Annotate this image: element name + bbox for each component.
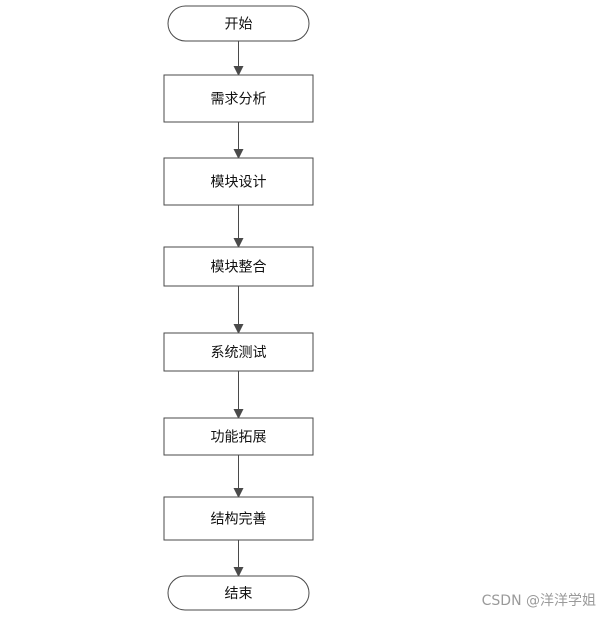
node-label: 功能拓展	[211, 430, 267, 446]
process-node: 系统测试	[163, 332, 314, 372]
node-label: 结构完善	[211, 512, 267, 528]
process-node: 需求分析	[163, 74, 314, 123]
node-label: 模块设计	[211, 175, 267, 191]
node-label: 模块整合	[211, 260, 267, 276]
process-box	[163, 246, 314, 287]
terminator-shape	[167, 575, 310, 611]
node-label: 系统测试	[211, 345, 267, 361]
process-box	[163, 157, 314, 206]
terminator-node: 结束	[167, 575, 310, 611]
process-node: 结构完善	[163, 496, 314, 541]
process-box	[163, 496, 314, 541]
node-label: 结束	[225, 586, 253, 602]
process-node: 模块设计	[163, 157, 314, 206]
process-node: 模块整合	[163, 246, 314, 287]
process-box	[163, 332, 314, 372]
watermark: CSDN @洋洋学姐	[481, 593, 596, 609]
terminator-node: 开始	[167, 5, 310, 42]
process-node: 功能拓展	[163, 417, 314, 456]
process-box	[163, 74, 314, 123]
node-label: 需求分析	[211, 92, 267, 108]
process-box	[163, 417, 314, 456]
terminator-shape	[167, 5, 310, 42]
node-label: 开始	[225, 17, 253, 33]
